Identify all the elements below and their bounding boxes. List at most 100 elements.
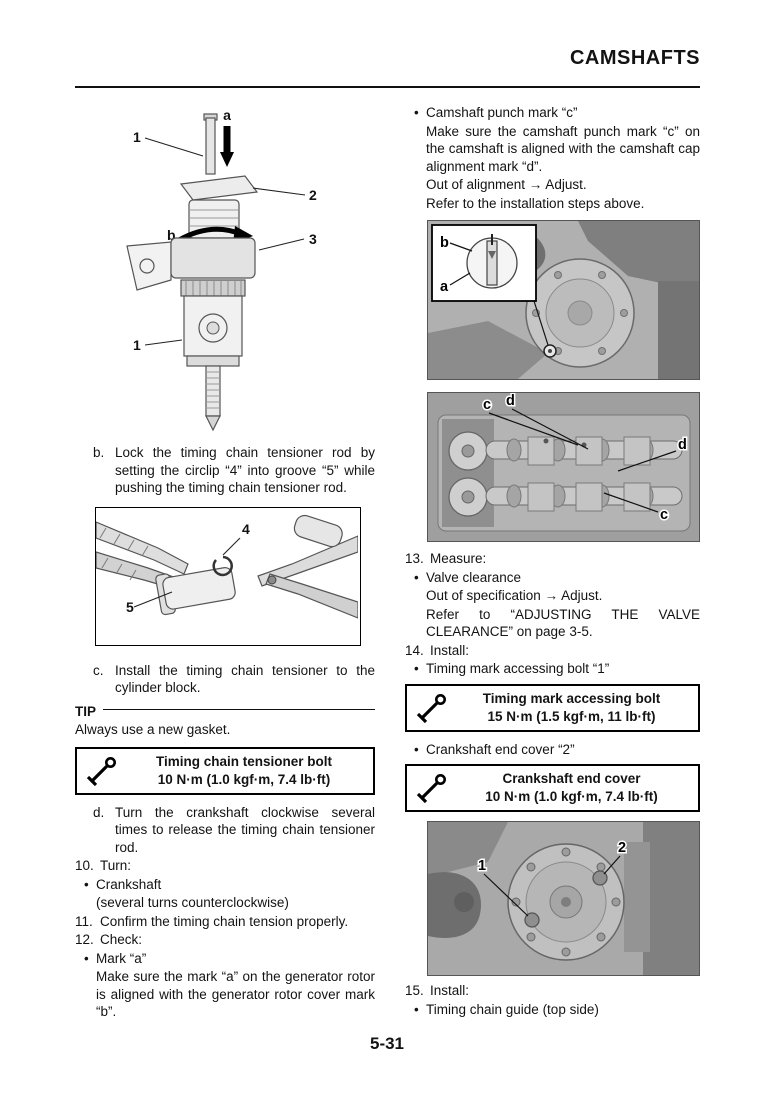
page-header: CAMSHAFTS xyxy=(0,0,774,88)
header-rule xyxy=(75,86,700,88)
page-title: CAMSHAFTS xyxy=(569,47,700,69)
photo-camshaft-marks: c d d c xyxy=(427,392,700,542)
torque-spec-value: 15 N·m (1.5 kgf·m, 11 lb·ft) xyxy=(487,708,656,724)
fig-label-1-bottom: 1 xyxy=(133,337,141,353)
fig-label-1-top: 1 xyxy=(133,129,141,145)
torque-wrench-icon xyxy=(411,772,453,804)
step-14: 14. Install: xyxy=(405,642,700,660)
step-11-text: Confirm the timing chain tension properl… xyxy=(100,913,349,929)
step-14-marker: 14. xyxy=(405,642,424,658)
step-12: 12. Check: xyxy=(75,931,375,949)
fig-label-a: a xyxy=(223,107,231,123)
torque-spec-title: Timing mark accessing bolt xyxy=(482,690,661,706)
torque-spec-box-access-bolt: Timing mark accessing bolt 15 N·m (1.5 k… xyxy=(405,683,700,732)
step-13: 13. Measure: xyxy=(405,550,700,568)
bullet-valve-clearance: • Valve clearance xyxy=(405,569,700,587)
photo-label-1: 1 xyxy=(478,858,486,874)
bullet-timing-bolt: • Timing mark accessing bolt “1” xyxy=(405,660,700,678)
step-c-marker: c. xyxy=(93,662,104,678)
torque-wrench-icon xyxy=(411,692,453,724)
page-number: 5-31 xyxy=(369,1033,405,1053)
step-b: b. Lock the timing chain tensioner rod b… xyxy=(75,444,375,497)
bullet-dot: • xyxy=(414,1001,419,1017)
tensioner-exploded-illustration: 1 a 2 b xyxy=(126,107,317,432)
bullet-crankshaft: • Crankshaft xyxy=(75,876,375,894)
generator-rotor-photo: b a xyxy=(428,221,699,379)
punch-mark-description: Make sure the camshaft punch mark “c” on… xyxy=(426,123,700,174)
tip-text: Always use a new gasket. xyxy=(75,722,231,737)
bullet-valve-clearance-text: Valve clearance xyxy=(426,569,522,585)
step-15-text: Install: xyxy=(430,983,470,998)
step-d-text: Turn the crankshaft clockwise several ti… xyxy=(115,804,375,855)
photo-label-a: a xyxy=(440,279,449,295)
valve-refer-note: Refer to “ADJUSTING THE VALVE CLEARANCE”… xyxy=(426,606,700,640)
step-d: d. Turn the crankshaft clockwise several… xyxy=(75,804,375,857)
bullet-camshaft-punch-mark-text: Camshaft punch mark “c” xyxy=(426,105,578,120)
torque-spec-text: Crankshaft end cover 10 N·m (1.0 kgf·m, … xyxy=(453,770,690,806)
photo-label-d-top: d xyxy=(506,393,515,409)
step-c: c. Install the timing chain tensioner to… xyxy=(75,662,375,697)
bullet-mark-a-text: Mark “a” xyxy=(96,950,147,966)
valve-adjust-note: Out of specification → Adjust. xyxy=(426,588,603,603)
step-11: 11. Confirm the timing chain tension pro… xyxy=(75,913,375,931)
step-b-marker: b. xyxy=(93,445,105,460)
photo-label-b: b xyxy=(440,235,449,251)
step-10-marker: 10. xyxy=(75,858,94,873)
tip-rule xyxy=(103,708,375,710)
torque-spec-title: Crankshaft end cover xyxy=(502,771,641,786)
photo-label-d-right: d xyxy=(678,437,687,453)
step-10: 10. Turn: xyxy=(75,857,375,875)
photo-label-c-top: c xyxy=(483,397,491,413)
figure-tensioner-exploded: 1 a 2 b xyxy=(75,104,375,436)
step-14-text: Install: xyxy=(430,642,470,658)
bullet-chain-guide-text: Timing chain guide (top side) xyxy=(426,1001,599,1017)
punch-mark-refer: Refer to the installation steps above. xyxy=(426,195,645,211)
figure-circlip-install: 4 5 xyxy=(95,506,361,646)
bullet-end-cover-text: Crankshaft end cover “2” xyxy=(426,741,575,757)
crankshaft-covers-photo: 1 2 xyxy=(428,822,699,975)
photo-crankshaft-covers: 1 2 xyxy=(427,821,700,976)
left-column: 1 a 2 b xyxy=(75,104,375,1022)
camshaft-marks-photo: c d d c xyxy=(428,393,699,541)
mark-a-description: Make sure the mark “a” on the generator … xyxy=(96,969,375,1019)
bullet-dot: • xyxy=(84,876,89,892)
torque-spec-value: 10 N·m (1.0 kgf·m, 7.4 lb·ft) xyxy=(485,789,658,804)
step-d-marker: d. xyxy=(93,804,105,820)
step-13-marker: 13. xyxy=(405,551,424,566)
fig-label-2: 2 xyxy=(309,187,317,203)
page-footer: 5-31 xyxy=(0,1033,774,1053)
bullet-dot: • xyxy=(414,569,419,585)
bullet-chain-guide: • Timing chain guide (top side) xyxy=(405,1001,700,1019)
fig-label-4: 4 xyxy=(242,521,250,537)
content-columns: 1 a 2 b xyxy=(0,88,774,1022)
crankshaft-note: (several turns counterclockwise) xyxy=(96,895,289,910)
bullet-crankshaft-text: Crankshaft xyxy=(96,876,162,892)
bullet-end-cover: • Crankshaft end cover “2” xyxy=(405,741,700,759)
torque-spec-box-tensioner-bolt: Timing chain tensioner bolt 10 N·m (1.0 … xyxy=(75,746,375,795)
torque-spec-title: Timing chain tensioner bolt xyxy=(155,753,332,769)
step-15: 15. Install: xyxy=(405,982,700,1000)
tip-header: TIP xyxy=(75,703,375,721)
punch-mark-adjust: Out of alignment → Adjust. xyxy=(426,177,587,192)
step-c-text: Install the timing chain tensioner to th… xyxy=(115,662,375,696)
step-b-text: Lock the timing chain tensioner rod by s… xyxy=(115,445,375,495)
tip-label: TIP xyxy=(75,703,97,719)
step-10-text: Turn: xyxy=(100,858,132,873)
torque-spec-box-end-cover: Crankshaft end cover 10 N·m (1.0 kgf·m, … xyxy=(405,764,700,812)
photo-label-c-right: c xyxy=(660,507,668,523)
fig-label-3: 3 xyxy=(309,231,317,247)
step-15-marker: 15. xyxy=(405,983,424,998)
bullet-dot: • xyxy=(414,661,419,676)
step-12-marker: 12. xyxy=(75,932,94,947)
photo-label-2: 2 xyxy=(618,840,626,856)
bullet-camshaft-punch-mark: • Camshaft punch mark “c” xyxy=(405,104,700,122)
bullet-dot: • xyxy=(414,105,419,120)
step-11-marker: 11. xyxy=(75,913,93,929)
photo-generator-rotor-marks: b a xyxy=(427,220,700,380)
tip-block: TIP Always use a new gasket. xyxy=(75,703,375,739)
torque-spec-text: Timing chain tensioner bolt 10 N·m (1.0 … xyxy=(123,753,365,789)
step-13-text: Measure: xyxy=(430,551,487,566)
torque-spec-text: Timing mark accessing bolt 15 N·m (1.5 k… xyxy=(453,690,690,726)
bullet-dot: • xyxy=(84,950,89,966)
